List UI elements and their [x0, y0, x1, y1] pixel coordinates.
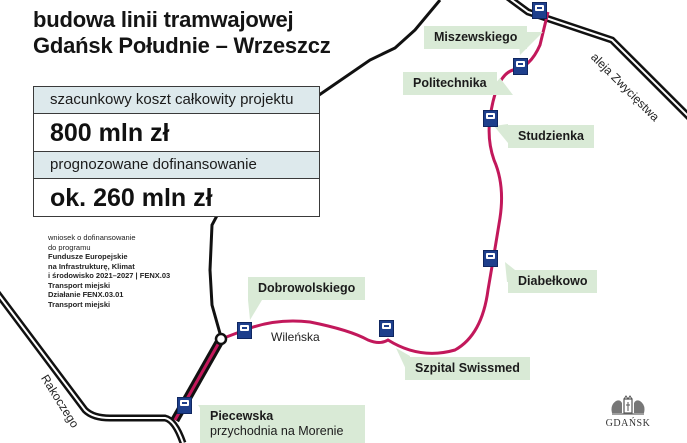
stop-name-piecewska: Piecewska — [210, 409, 274, 423]
tram-stop-icon[interactable] — [177, 397, 192, 414]
note-line: Fundusze Europejskie — [48, 252, 128, 261]
tram-line — [220, 11, 550, 355]
street-label-wilenska: Wileńska — [271, 330, 320, 344]
road-rakoczego — [0, 290, 187, 443]
title-line-2: Gdańsk Południe – Wrzeszcz — [33, 33, 331, 58]
tram-stop-icon[interactable] — [513, 58, 528, 75]
note-line: na Infrastrukturę, Klimat — [48, 261, 135, 271]
tram-stop-icon[interactable] — [532, 2, 547, 19]
page-title: budowa linii tramwajowej Gdańsk Południe… — [33, 7, 331, 59]
note-line: Działanie FENX.03.01 — [48, 290, 124, 299]
funding-note: wniosek o dofinansowanie do programu Fun… — [48, 233, 170, 309]
stop-label-miszewskiego: Miszewskiego — [424, 26, 528, 49]
note-line: i środowisko 2021–2027 | FENX.03 — [48, 271, 171, 280]
junction-circle — [214, 332, 228, 346]
road-aleja-zwyciestwa — [505, 0, 687, 120]
stop-label-studzienka: Studzienka — [508, 125, 594, 148]
cost-box: szacunkowy koszt całkowity projektu 800 … — [33, 86, 320, 152]
tram-stop-icon[interactable] — [237, 322, 252, 339]
funding-value: ok. 260 mln zł — [50, 184, 213, 212]
stop-label-diabelkowo: Diabełkowo — [508, 270, 598, 293]
stop-label-piecewska: Piecewska przychodnia na Morenie — [200, 405, 365, 443]
stop-label-politechnika: Politechnika — [403, 72, 497, 95]
funding-box: prognozowane dofinansowanie ok. 260 mln … — [33, 151, 320, 217]
note-line: Transport miejski — [48, 280, 111, 290]
tram-stop-icon[interactable] — [379, 320, 394, 337]
cost-value: 800 mln zł — [50, 119, 170, 147]
tram-stop-icon[interactable] — [483, 110, 498, 127]
stop-label-dobrowolskiego: Dobrowolskiego — [248, 277, 366, 300]
gdansk-crest-icon — [611, 395, 645, 415]
gdansk-logo: GDAŃSK — [600, 395, 656, 429]
title-line-1: budowa linii tramwajowej — [33, 7, 294, 32]
stop-label-szpital-swissmed: Szpital Swissmed — [405, 357, 530, 380]
note-line: Transport miejski — [48, 299, 111, 309]
note-line: wniosek o dofinansowanie — [48, 233, 136, 242]
cost-label: szacunkowy koszt całkowity projektu — [34, 87, 319, 114]
note-line: do programu — [48, 242, 91, 252]
stop-sub-piecewska: przychodnia na Morenie — [210, 424, 344, 438]
logo-text: GDAŃSK — [605, 418, 651, 429]
funding-label: prognozowane dofinansowanie — [34, 152, 319, 179]
tram-stop-icon[interactable] — [483, 250, 498, 267]
